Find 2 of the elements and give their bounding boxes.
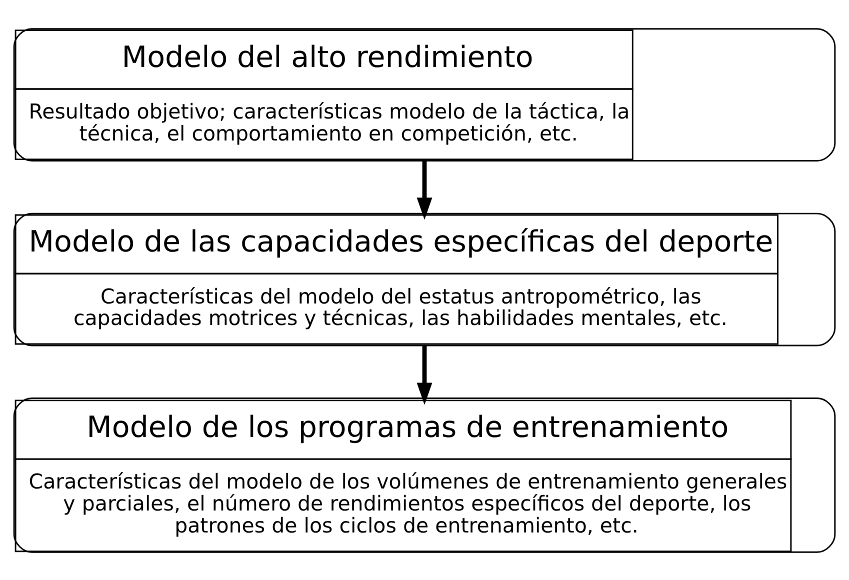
arrow: [416, 345, 432, 404]
arrow: [416, 160, 432, 220]
